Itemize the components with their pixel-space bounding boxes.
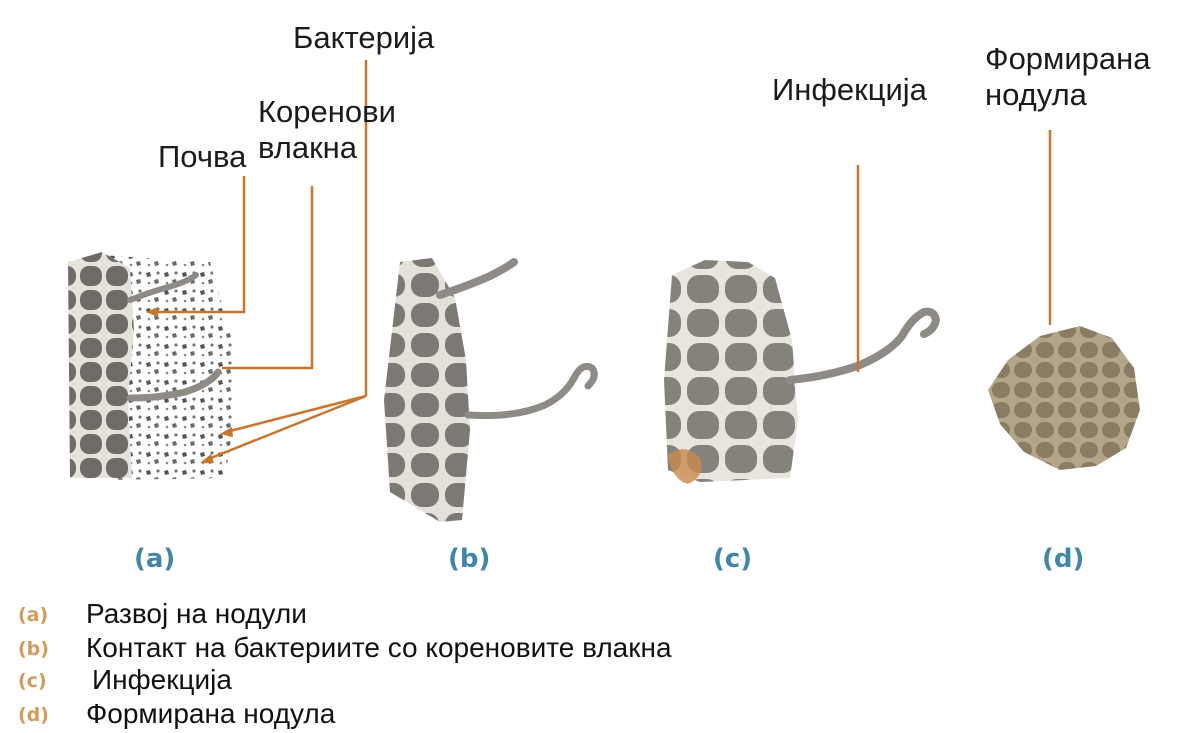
panel-a-illustration [68, 252, 234, 480]
legend-text: Контакт на бактериите со кореновите влак… [86, 632, 672, 664]
panel-b-root-hair-upper [440, 262, 514, 295]
label-soil: Почва [158, 139, 246, 175]
label-infection: Инфекција [772, 72, 927, 108]
label-formed-nodule: Формирана нодула [985, 41, 1151, 112]
legend-text: Развој на нодули [86, 598, 307, 630]
panel-letter-a: (a) [134, 544, 175, 574]
leader-line-root-hairs [222, 186, 312, 368]
label-root-hairs: Коренови влакна [258, 94, 396, 165]
panel-d-illustration [988, 326, 1140, 470]
panel-c-illustration [664, 260, 936, 484]
panel-b-root-tissue [384, 258, 470, 522]
panel-letter-c: (c) [713, 544, 752, 574]
panel-c-root-tissue [664, 260, 798, 482]
panel-letter-d: (d) [1042, 544, 1084, 574]
panel-letter-b: (b) [448, 544, 490, 574]
panel-b-root-hair-lower [468, 366, 594, 415]
legend-text: Формирана нодула [86, 698, 335, 730]
panel-b-illustration [384, 258, 594, 522]
leader-line-bacteria-a [226, 396, 366, 432]
legend-text: Инфекција [92, 664, 232, 696]
legend-key: (b) [18, 638, 49, 660]
label-bacteria: Бактерија [293, 20, 434, 56]
legend-key: (d) [18, 704, 49, 726]
panel-c-infection-thread [790, 312, 936, 380]
legend-key: (c) [18, 670, 47, 692]
panel-d-nodule [988, 326, 1140, 470]
legend-key: (a) [18, 604, 48, 626]
panel-a-root-tissue [68, 252, 134, 478]
